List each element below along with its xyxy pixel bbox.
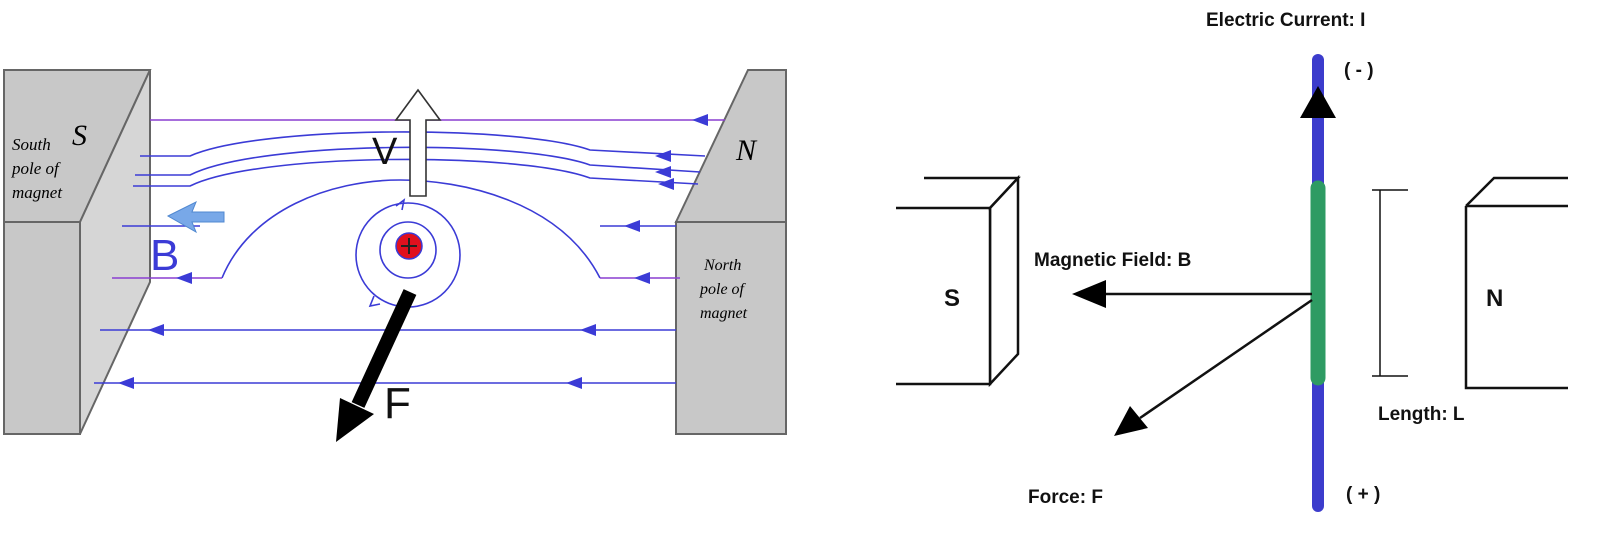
negative-terminal-label: ( - ) (1344, 60, 1374, 81)
north-pole-caption-line2: pole of (699, 281, 747, 298)
positive-charge (395, 232, 423, 260)
field-arrowheads-curved (176, 150, 674, 284)
magnetic-field-arrow (1072, 280, 1312, 308)
length-bracket (1372, 189, 1408, 377)
north-pole-letter: N (735, 134, 758, 167)
north-pole-caption-line3: magnet (700, 305, 748, 322)
velocity-arrow (394, 88, 442, 197)
left-diagram: S South pole of magnet N North pole of m… (3, 69, 787, 442)
b-field-arrow (166, 200, 225, 234)
south-magnet-right (896, 174, 1021, 388)
velocity-label: V (372, 131, 398, 173)
south-pole-letter: S (72, 119, 87, 152)
north-magnet-right (1464, 176, 1568, 390)
north-magnet-left (674, 69, 787, 435)
north-pole-caption-line1: North (703, 257, 741, 274)
south-pole-caption-line3: magnet (12, 183, 63, 202)
force-arrow-left (336, 289, 417, 442)
force-label-left: F (384, 379, 411, 428)
south-pole-letter-right: S (944, 285, 960, 312)
force-arrow-right (1114, 298, 1313, 436)
south-pole-caption-line2: pole of (11, 159, 61, 178)
current-label: Electric Current: I (1206, 10, 1365, 31)
field-arrowheads (118, 114, 708, 389)
length-label: Length: L (1378, 404, 1465, 425)
right-diagram: Electric Current: I ( - ) ( + ) Magnetic… (896, 10, 1568, 512)
positive-terminal-label: ( + ) (1346, 484, 1380, 505)
field-label-right: Magnetic Field: B (1034, 250, 1191, 271)
south-magnet-left (3, 69, 152, 435)
force-label-right: Force: F (1028, 487, 1103, 508)
field-lines-curved (112, 131, 706, 279)
current-arrowhead (1300, 86, 1336, 118)
b-field-label: B (150, 231, 179, 280)
north-pole-letter-right: N (1486, 285, 1503, 312)
south-pole-caption-line1: South (12, 135, 51, 154)
